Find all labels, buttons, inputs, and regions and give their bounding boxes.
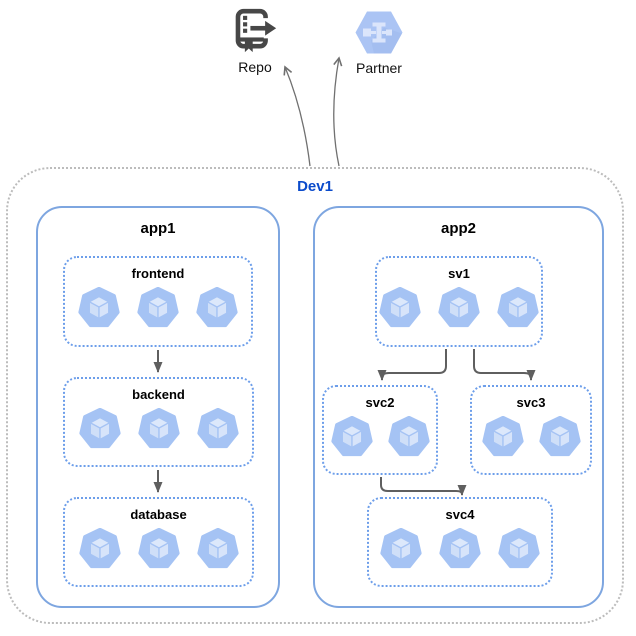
pod-icon (78, 528, 122, 569)
pod-icon (497, 528, 541, 569)
source-repo-icon (235, 8, 277, 53)
partner-hexagon-icon (355, 11, 403, 54)
svc4-label: svc4 (445, 507, 475, 522)
group-database: database (63, 497, 254, 587)
pod-icon (378, 287, 422, 328)
group-svc3: svc3 (470, 385, 592, 475)
group-svc2: svc2 (322, 385, 438, 475)
pod-icon (196, 408, 240, 449)
pod-icon (437, 287, 481, 328)
node-repo: Repo (227, 8, 283, 75)
sv1-pods (378, 287, 540, 328)
svc2-pods (330, 416, 431, 457)
group-frontend: frontend (63, 256, 253, 347)
group-sv1: sv1 (375, 256, 543, 347)
svc3-label: svc3 (516, 395, 546, 410)
sv1-label: sv1 (448, 266, 470, 281)
pod-icon (379, 528, 423, 569)
container-app2: app2 (313, 206, 604, 608)
database-label: database (130, 507, 187, 522)
pod-icon (78, 408, 122, 449)
database-pods (78, 528, 240, 569)
app2-label: app2 (440, 220, 476, 237)
svc4-pods (379, 528, 541, 569)
cluster-dev1-label: Dev1 (297, 178, 333, 195)
group-svc4: svc4 (367, 497, 553, 587)
pod-icon (77, 287, 121, 328)
group-backend: backend (63, 377, 254, 467)
pod-icon (196, 528, 240, 569)
pod-icon (330, 416, 374, 457)
connector-dev1-repo (285, 67, 311, 167)
pod-icon (195, 287, 239, 328)
pod-icon (387, 416, 431, 457)
pod-icon (137, 528, 181, 569)
repo-label: Repo (238, 59, 272, 75)
backend-pods (78, 408, 240, 449)
pod-icon (481, 416, 525, 457)
pod-icon (538, 416, 582, 457)
connector-dev1-partner (333, 58, 339, 167)
pod-icon (496, 287, 540, 328)
pod-icon (137, 408, 181, 449)
backend-label: backend (132, 387, 185, 402)
svc3-pods (481, 416, 582, 457)
node-partner: Partner (346, 10, 412, 76)
cluster-dev1-boundary (6, 167, 624, 624)
partner-label: Partner (356, 60, 402, 76)
svc2-label: svc2 (365, 395, 395, 410)
pod-icon (136, 287, 180, 328)
container-app1: app1 (36, 206, 280, 608)
pod-icon (438, 528, 482, 569)
frontend-pods (77, 287, 239, 328)
app1-label: app1 (140, 220, 176, 237)
frontend-label: frontend (131, 266, 185, 281)
